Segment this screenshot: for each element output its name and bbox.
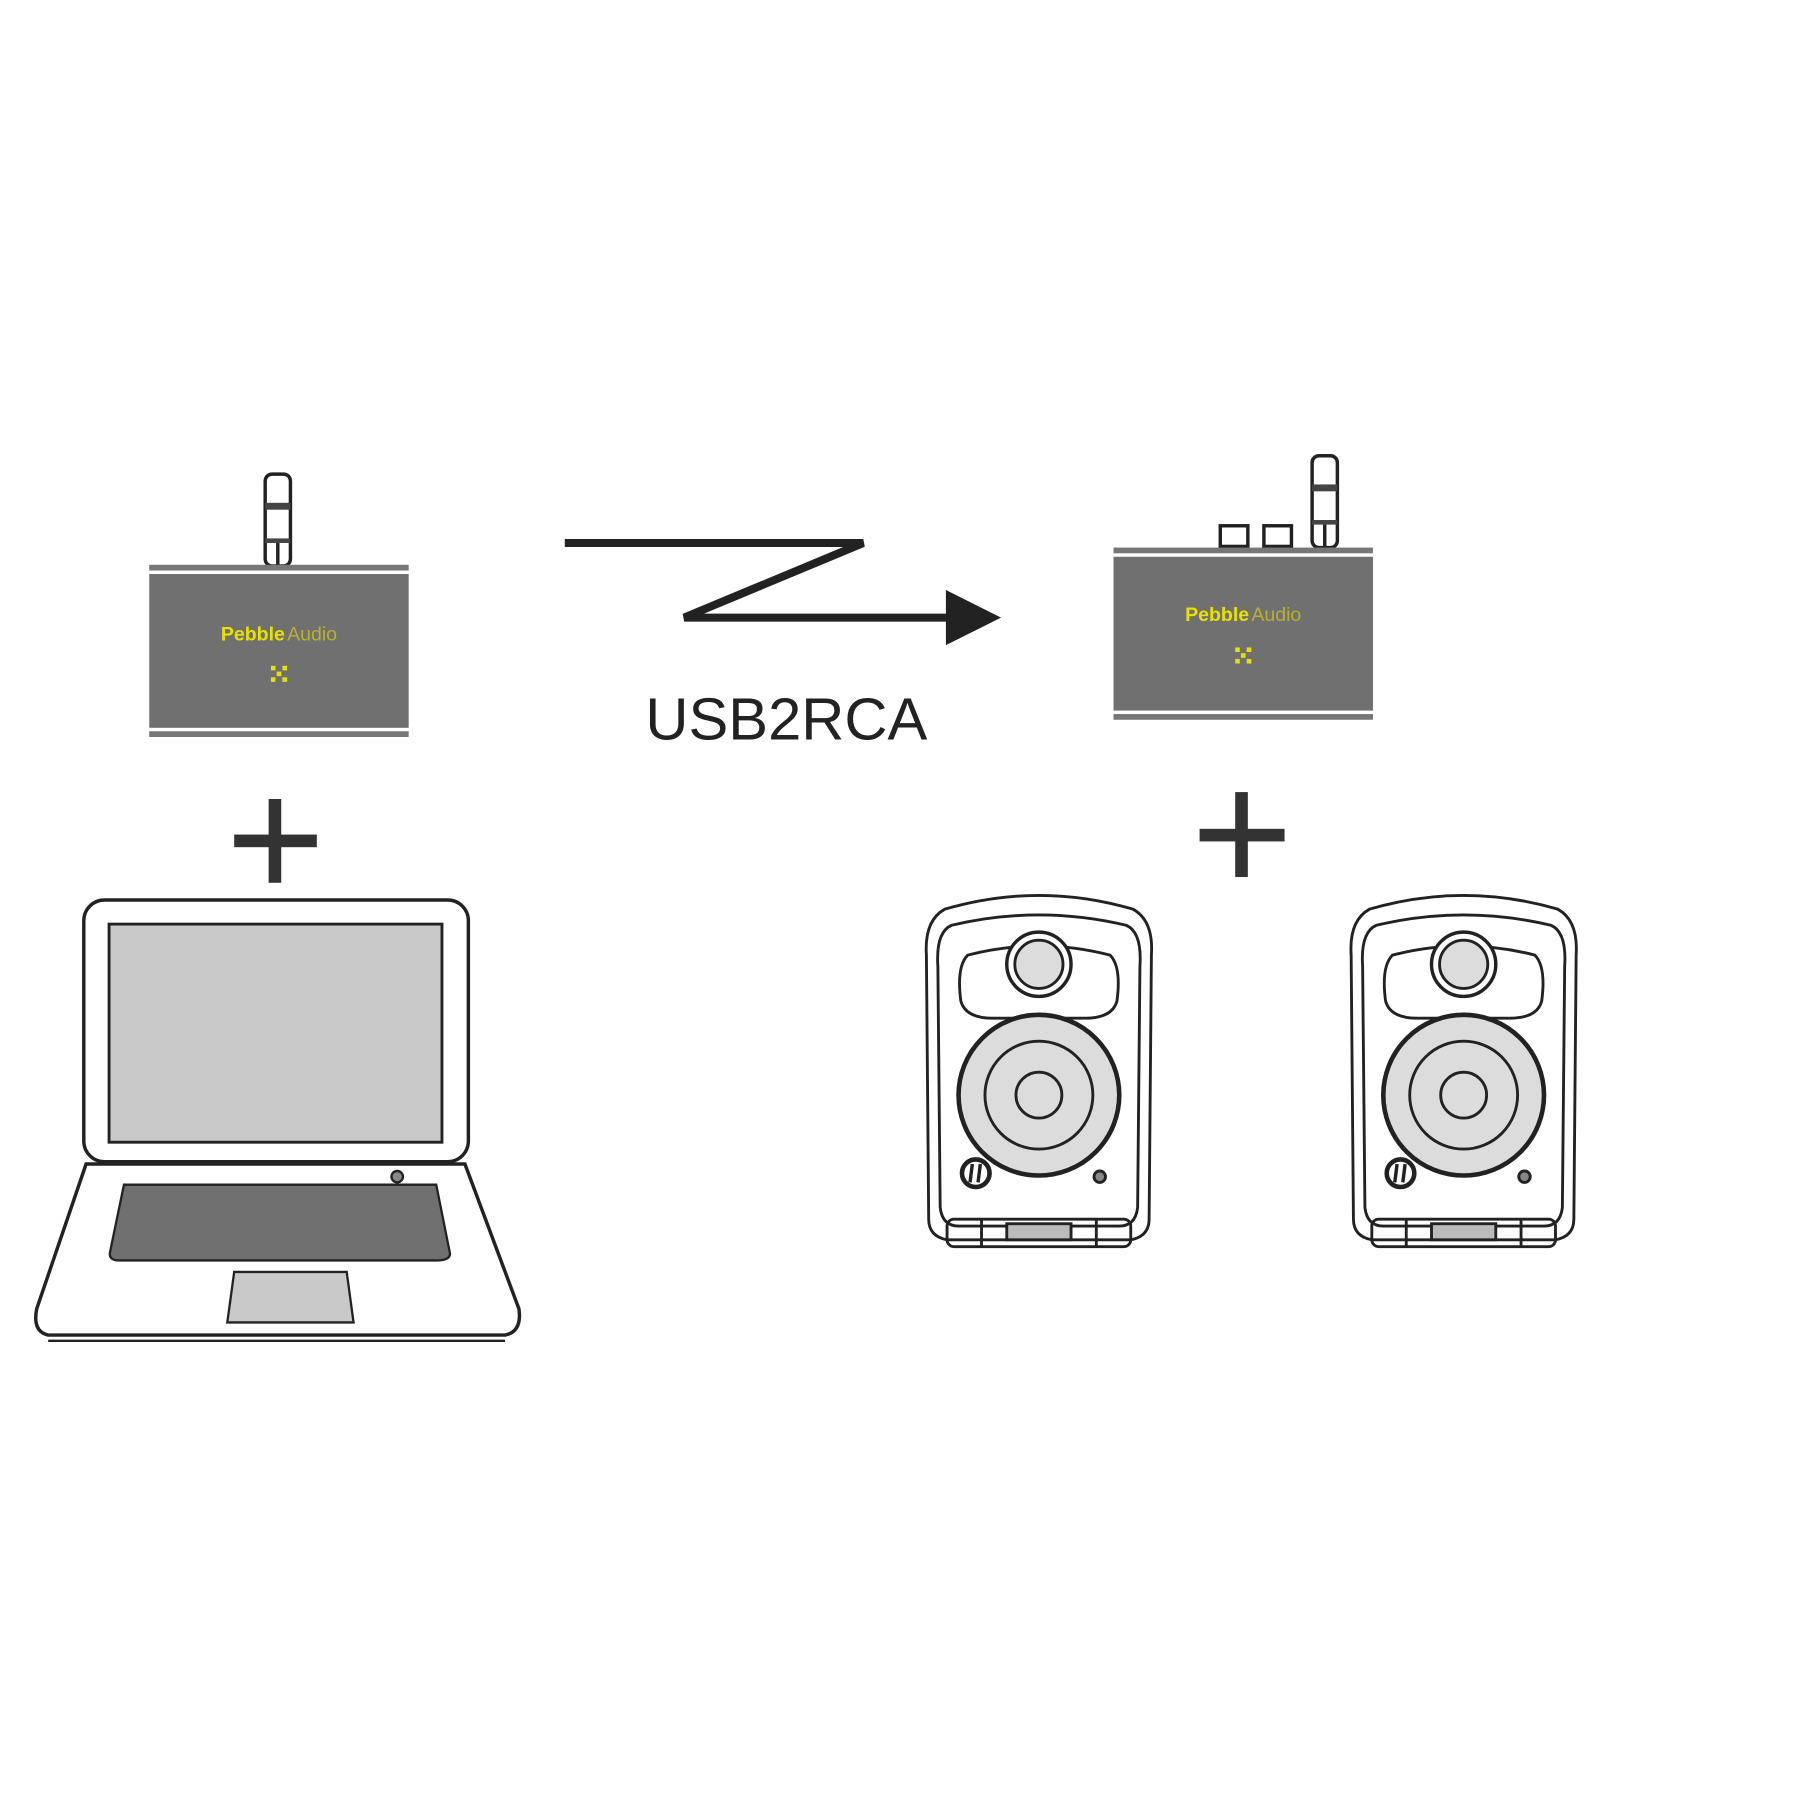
laptop-icon <box>34 898 522 1342</box>
plus-icon <box>1199 792 1285 878</box>
logo-dots-icon <box>270 665 287 682</box>
connection-label: USB2RCA <box>645 685 927 752</box>
logo-dots-icon <box>1235 647 1252 664</box>
antenna-icon <box>263 472 293 568</box>
speaker-right-icon <box>1351 895 1576 1246</box>
antenna-icon <box>1310 454 1340 550</box>
plus-icon <box>234 798 317 883</box>
rca-jack-icon <box>1262 524 1294 549</box>
connection-arrow-icon <box>564 538 1002 646</box>
rca-jack-icon <box>1218 524 1250 549</box>
speaker-left-icon <box>926 895 1151 1246</box>
